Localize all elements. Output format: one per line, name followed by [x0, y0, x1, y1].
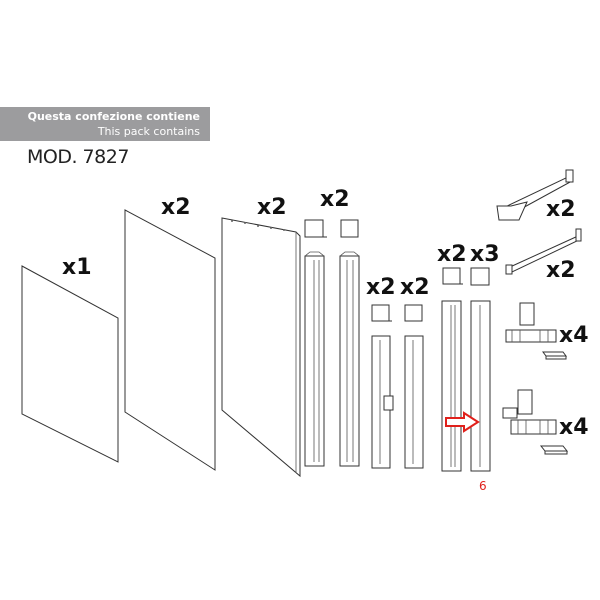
header-title-it: Questa confezione contiene — [27, 110, 200, 123]
profile-d — [404, 335, 424, 469]
bar-bracket — [505, 228, 582, 275]
profile-section-icons — [304, 219, 490, 322]
corner-joint-b — [502, 389, 569, 455]
qty-profile-b: x2 — [366, 275, 396, 300]
corner-joint-a — [505, 302, 567, 360]
header-title-en: This pack contains — [97, 125, 200, 138]
qty-profile-a: x2 — [320, 187, 350, 212]
glass-panel-door — [221, 217, 301, 478]
profile-b — [339, 251, 360, 467]
qty-panel-door: x2 — [257, 195, 287, 220]
profile-e — [441, 300, 462, 472]
profile-a — [304, 251, 325, 467]
header-banner: Questa confezione contiene This pack con… — [0, 107, 210, 141]
callout-number: 6 — [479, 479, 487, 493]
glass-panel-large — [124, 209, 216, 471]
qty-arm-bracket: x2 — [546, 197, 576, 222]
callout-arrow-icon — [445, 411, 480, 433]
qty-panel-small: x1 — [62, 255, 92, 280]
qty-panel-large: x2 — [161, 195, 191, 220]
qty-bar-bracket: x2 — [546, 258, 576, 283]
profile-c — [371, 335, 394, 469]
qty-profile-d: x2 — [437, 242, 467, 267]
model-number: MOD. 7827 — [27, 146, 129, 168]
glass-panel-small — [21, 265, 119, 463]
qty-corner-joint-b: x4 — [559, 415, 589, 440]
profile-f — [470, 300, 491, 472]
arm-bracket — [496, 169, 574, 221]
qty-corner-joint-a: x4 — [559, 323, 589, 348]
qty-profile-c: x2 — [400, 275, 430, 300]
qty-profile-e: x3 — [470, 242, 500, 267]
